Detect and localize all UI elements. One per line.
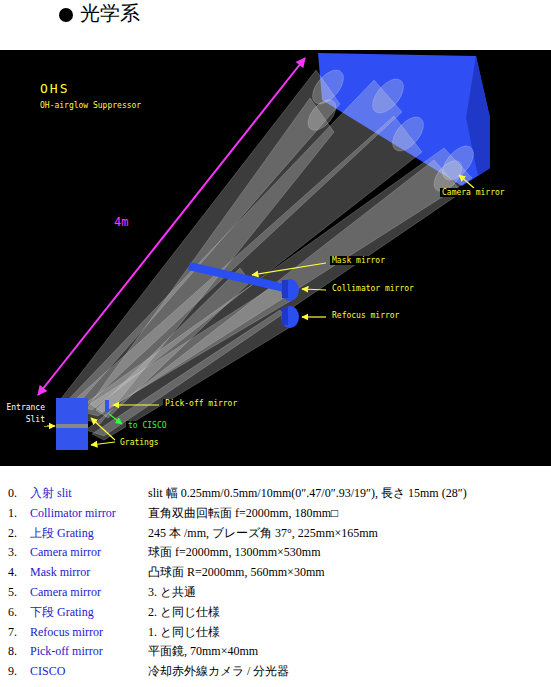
mask-mirror-symbol — [188, 262, 286, 292]
system-name: OHS — [38, 82, 71, 97]
collimator-mirror-symbol — [281, 279, 299, 301]
grating-symbol — [56, 424, 88, 428]
grating-symbol — [56, 398, 88, 450]
row-number: 8. — [8, 645, 17, 659]
leader-line — [91, 442, 115, 445]
part-label: Gratings — [118, 438, 161, 447]
leader-line — [302, 289, 326, 290]
title-bullet — [59, 8, 73, 22]
component-name: 入射 slit — [30, 487, 72, 501]
signal-label: to CISCO — [126, 421, 169, 430]
leader-line — [252, 263, 326, 275]
refocus-mirror-symbol — [282, 307, 288, 325]
row-number: 0. — [8, 487, 17, 501]
pick-off-mirror-symbol — [105, 400, 109, 412]
light-beam — [96, 268, 250, 418]
part-label: Pick-off mirror — [163, 399, 239, 408]
component-name: Pick-off mirror — [30, 645, 103, 659]
collimator-mirror-symbol — [281, 279, 299, 301]
component-spec: 球面 f=2000mm, 1300mm×530mm — [148, 546, 321, 560]
leader-line — [113, 404, 159, 405]
panel-background — [0, 50, 551, 466]
leader-line — [91, 418, 115, 440]
dimension-label: 4m — [112, 216, 130, 230]
light-beam — [303, 95, 341, 135]
grating-symbol — [56, 398, 88, 424]
component-name: Camera mirror — [30, 546, 101, 560]
row-number: 7. — [8, 626, 17, 640]
pick-off-mirror-symbol — [105, 400, 109, 412]
row-number: 4. — [8, 566, 17, 580]
row-number: 3. — [8, 546, 17, 560]
component-name: Camera mirror — [30, 586, 101, 600]
cisco-arrow — [109, 414, 122, 424]
refocus-mirror-symbol — [281, 306, 299, 328]
component-spec: 245 本 /mm, ブレーズ角 37°, 225mm×165mm — [148, 527, 378, 541]
part-label: Refocus mirror — [330, 311, 401, 320]
component-spec: 平面鏡, 70mm×40mm — [148, 645, 258, 659]
title-bullet — [59, 8, 73, 22]
leader-line — [459, 175, 474, 188]
leader-line — [44, 175, 474, 445]
system-subtitle: OH-airglow Suppressor — [38, 101, 143, 110]
cisco-arrow — [109, 414, 122, 424]
mask-mirror-symbol — [188, 262, 286, 292]
component-spec: 3. と共通 — [148, 586, 196, 600]
part-label: Entrance Slit — [1, 402, 47, 426]
component-name: 上段 Grating — [30, 527, 94, 541]
grating-symbol — [56, 428, 88, 450]
light-beam — [86, 160, 462, 436]
component-spec: 2. と同じ仕様 — [148, 606, 220, 620]
component-spec: 直角双曲回転面 f=2000mm, 180mm□ — [148, 507, 338, 521]
row-number: 1. — [8, 507, 17, 521]
component-spec: slit 幅 0.25mm/0.5mm/10mm(0″.47/0″.93/19″… — [148, 487, 467, 501]
row-number: 5. — [8, 586, 17, 600]
part-label: Collimator mirror — [330, 284, 416, 293]
row-number: 6. — [8, 606, 17, 620]
light-beam — [60, 65, 479, 440]
leader-line — [302, 316, 326, 317]
light-beam — [367, 74, 410, 119]
component-name: CISCO — [30, 665, 65, 679]
component-spec: 凸球面 R=2000mm, 560mm×30mm — [148, 566, 325, 580]
component-spec: 冷却赤外線カメラ / 分光器 — [148, 665, 289, 679]
part-label: Camera mirror — [440, 188, 507, 197]
part-label: Mask mirror — [330, 256, 387, 265]
dimension-arrow — [38, 58, 305, 395]
component-name: Mask mirror — [30, 566, 90, 580]
component-name: 下段 Grating — [30, 606, 94, 620]
component-spec: 1. と同じ仕様 — [148, 626, 220, 640]
page-title: 光学系 — [80, 2, 140, 25]
dimension-arrow — [38, 58, 305, 395]
row-number: 2. — [8, 527, 17, 541]
collimator-mirror-symbol — [282, 280, 288, 298]
panel-background — [0, 50, 551, 466]
component-name: Collimator mirror — [30, 507, 116, 521]
component-name: Refocus mirror — [30, 626, 103, 640]
row-number: 9. — [8, 665, 17, 679]
refocus-mirror-symbol — [281, 306, 299, 328]
light-beam — [387, 112, 430, 157]
